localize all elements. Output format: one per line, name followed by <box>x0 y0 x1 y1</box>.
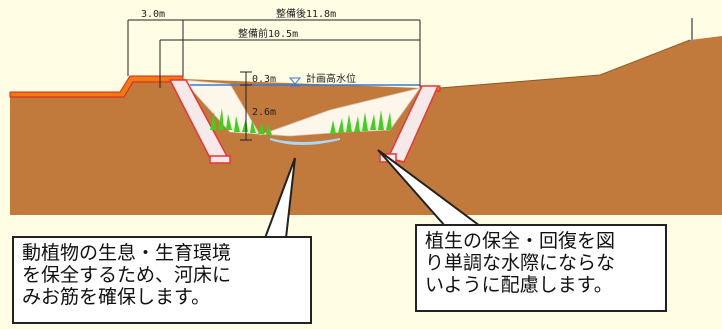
right-vegetation <box>330 110 392 134</box>
before-width-label: 整備前10.5m <box>238 27 298 40</box>
left-callout: 動植物の生息・生育環境 を保全するため、河床に みお筋を確保します。 <box>12 236 312 324</box>
left-vegetation <box>210 108 272 135</box>
right-revetment <box>386 85 440 163</box>
low-water-channel <box>270 138 340 145</box>
right-callout: 植生の保全・回復を図 り単調な水際にならな いように配慮します。 <box>415 224 667 312</box>
depth-label: 2.6m <box>252 107 276 118</box>
width-3m-label: 3.0m <box>141 9 165 20</box>
channel-bed <box>190 138 420 215</box>
dimension-lines <box>127 19 421 141</box>
right-hill-line <box>439 39 691 89</box>
water-level-marker <box>288 77 302 85</box>
freeboard-label: 0.3m <box>252 74 276 85</box>
design-water-level-label: 計画高水位 <box>306 72 356 85</box>
after-width-label: 整備後11.8m <box>276 7 336 20</box>
